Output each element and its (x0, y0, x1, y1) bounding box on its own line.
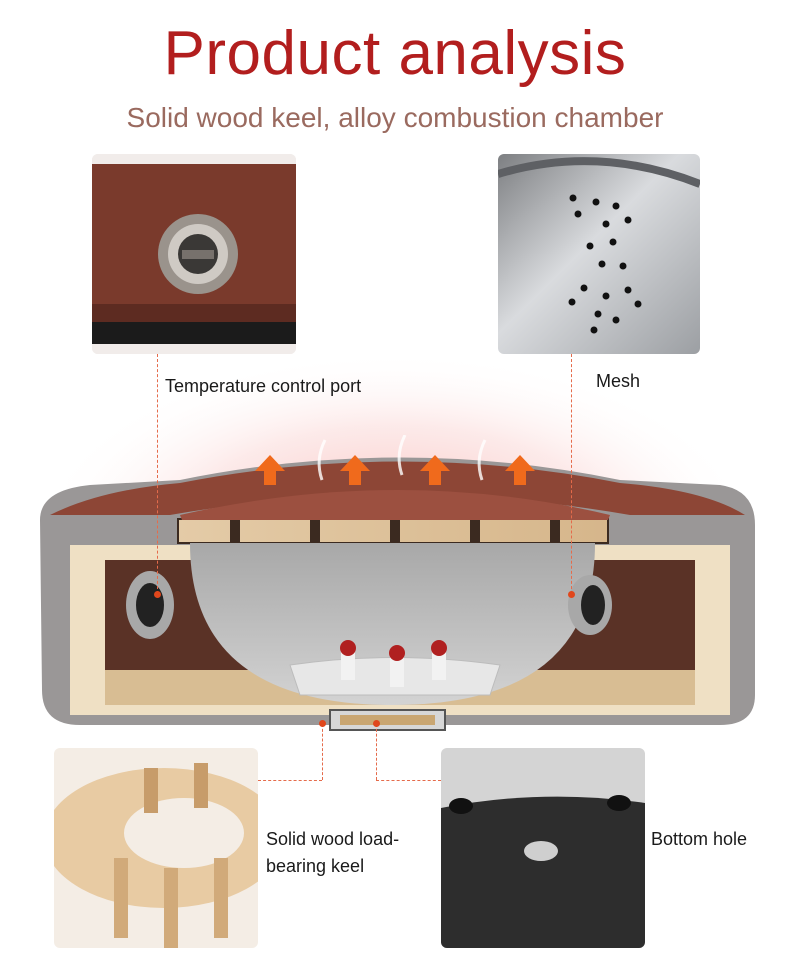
bottom-hole-photo (441, 748, 645, 948)
page-title: Product analysis (163, 19, 627, 88)
mesh-photo (498, 154, 700, 354)
temperature-port-photo (92, 154, 296, 354)
smoke-wisp-icon (317, 435, 487, 481)
wood-keel-label-line1: Solid wood load- (266, 829, 400, 849)
heat-arrow-icon (255, 455, 535, 485)
bottom-hole-label: Bottom hole (651, 829, 748, 849)
wood-keel-photo (54, 748, 258, 948)
connector-dot-temperature (154, 591, 161, 598)
wood-keel-label: Solid wood load- bearing keel (266, 826, 399, 880)
connector-dot-keel (319, 720, 326, 727)
connector-line-bottom (376, 724, 377, 780)
connector-line-bottom-h (376, 780, 441, 781)
connector-dot-mesh (568, 591, 575, 598)
connector-line-keel-h (258, 780, 322, 781)
connector-line-temperature (157, 354, 158, 594)
connector-dot-bottom (373, 720, 380, 727)
page-subtitle: Solid wood keel, alloy combustion chambe… (126, 102, 664, 133)
cross-section-diagram (40, 435, 755, 731)
wood-keel-label-line2: bearing keel (266, 856, 365, 876)
connector-line-mesh (571, 354, 572, 594)
mesh-label: Mesh (596, 371, 641, 391)
temperature-port-label: Temperature control port (165, 376, 362, 396)
connector-line-keel (322, 724, 323, 780)
